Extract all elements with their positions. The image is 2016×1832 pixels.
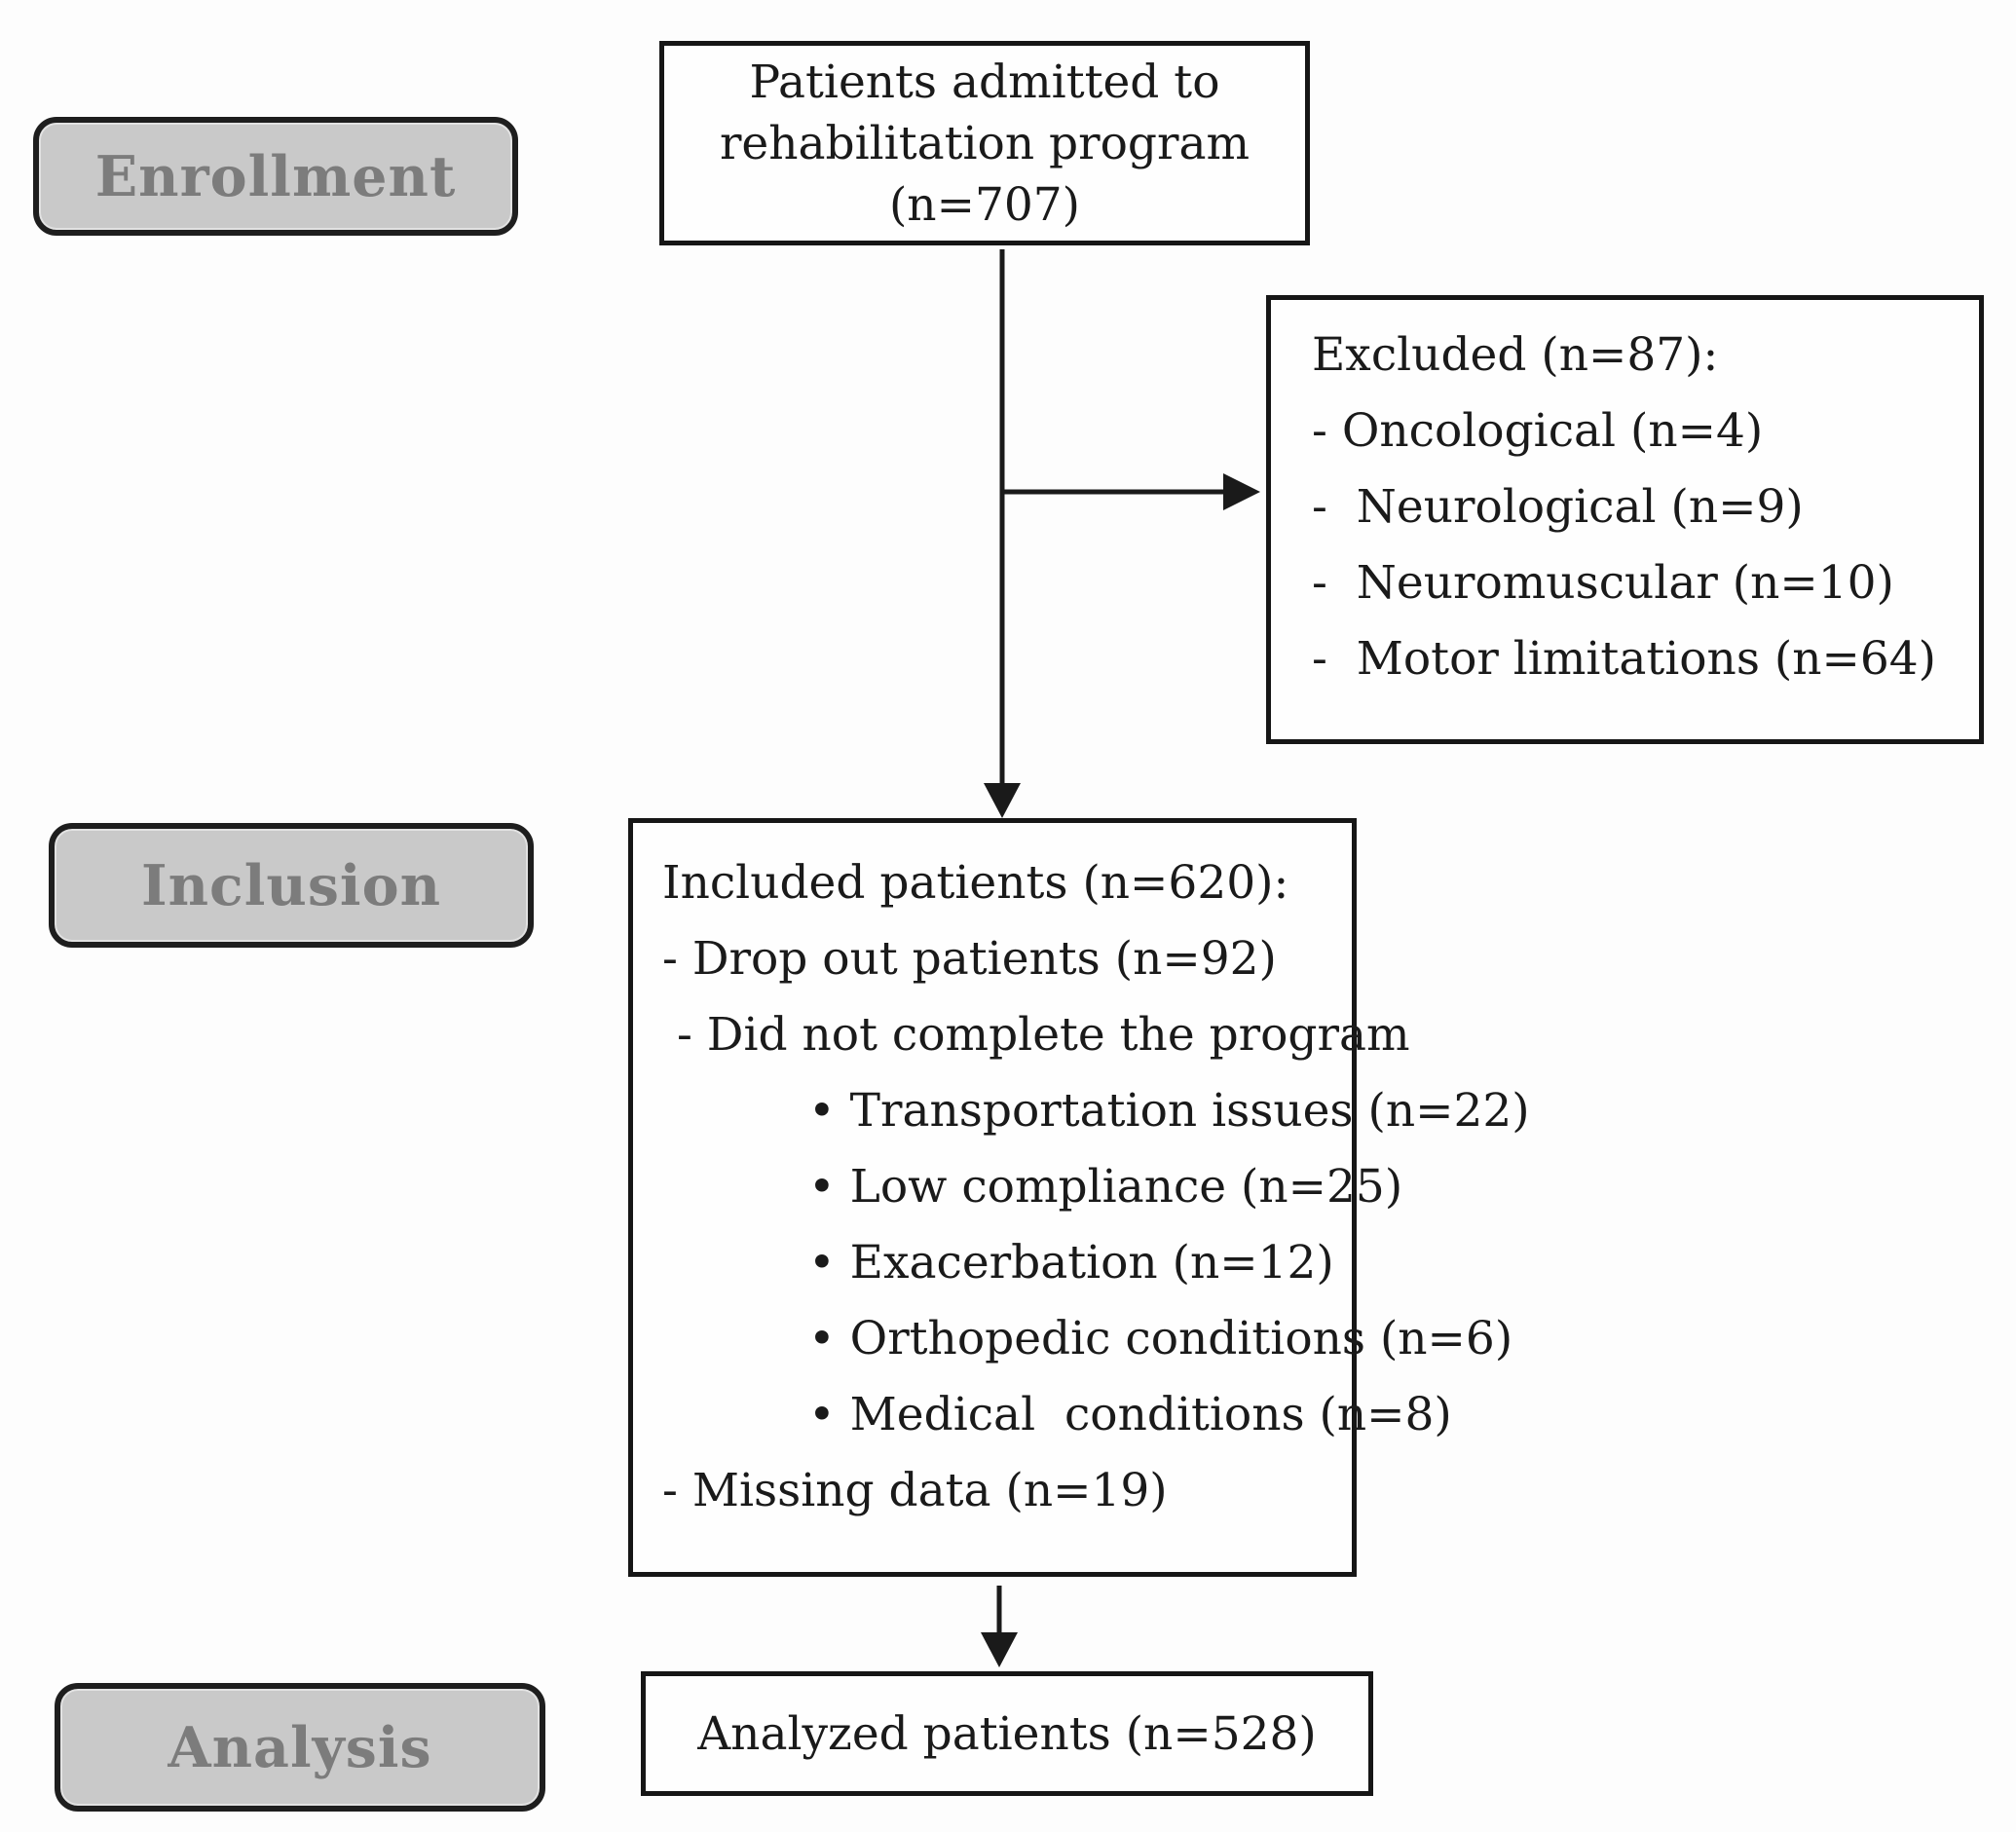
included-title: Included patients (n=620): [662, 856, 1289, 910]
stage-label-enrollment: Enrollment [33, 117, 518, 236]
included-bullet-item: • Medical conditions (n=8) [808, 1388, 1452, 1441]
included-bullet-item: • Low compliance (n=25) [808, 1160, 1403, 1214]
excluded-patients-box: Excluded (n=87): - Oncological (n=4) - N… [1266, 295, 1984, 744]
excluded-title: Excluded (n=87): [1312, 328, 1719, 382]
enrollment-label-text: Enrollment [94, 143, 457, 209]
excluded-item: - Oncological (n=4) [1312, 404, 1764, 458]
analyzed-patients-box: Analyzed patients (n=528) [641, 1671, 1373, 1796]
admitted-line-1: Patients admitted to [749, 55, 1220, 109]
excluded-item: - Neurological (n=9) [1312, 480, 1804, 534]
admitted-patients-box: Patients admitted to rehabilitation prog… [659, 41, 1310, 245]
stage-label-inclusion: Inclusion [49, 823, 534, 948]
included-item: - Drop out patients (n=92) [662, 932, 1277, 986]
included-bullet-item: • Transportation issues (n=22) [808, 1084, 1530, 1138]
analyzed-text: Analyzed patients (n=528) [697, 1706, 1317, 1761]
arrow-included-to-analyzed-head [981, 1632, 1018, 1667]
excluded-item: - Motor limitations (n=64) [1312, 632, 1937, 686]
admitted-line-2: rehabilitation program [719, 116, 1251, 170]
admitted-line-3: (n=707) [888, 177, 1081, 232]
included-bullet-item: • Orthopedic conditions (n=6) [808, 1312, 1513, 1365]
arrow-admitted-to-included-head [984, 783, 1021, 818]
excluded-item: - Neuromuscular (n=10) [1312, 556, 1894, 610]
arrow-to-excluded-head [1223, 473, 1260, 510]
stage-label-analysis: Analysis [55, 1683, 545, 1812]
analysis-label-text: Analysis [168, 1714, 432, 1780]
inclusion-label-text: Inclusion [140, 852, 442, 918]
included-item: - Did not complete the program [662, 1008, 1410, 1062]
included-patients-box: Included patients (n=620): - Drop out pa… [628, 818, 1530, 1577]
included-bullet-item: • Exacerbation (n=12) [808, 1236, 1334, 1290]
included-item: - Missing data (n=19) [662, 1464, 1168, 1517]
